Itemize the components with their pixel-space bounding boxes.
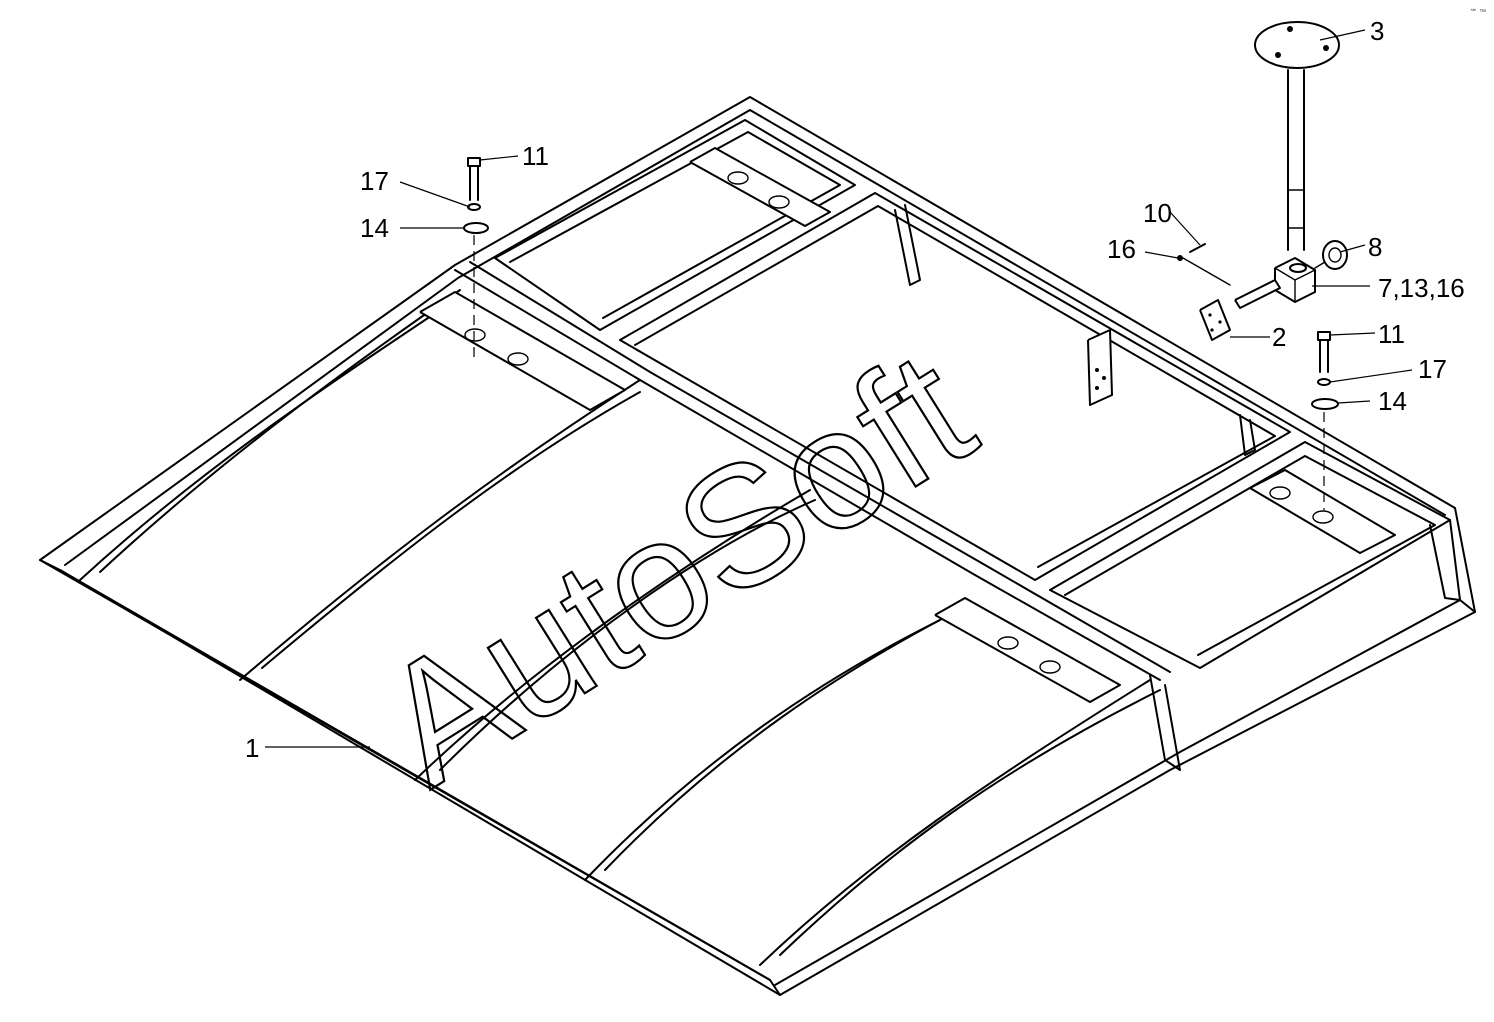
callout-16: 16 <box>1107 234 1136 264</box>
callout-17-left: 17 <box>360 166 389 196</box>
callout-2: 2 <box>1272 322 1286 352</box>
watermark-text: AutoSoft <box>349 315 1003 822</box>
right-bolt-set <box>1311 331 1339 510</box>
mast-post-assembly <box>1177 21 1348 341</box>
callout-7-13-16: 7,13,16 <box>1378 273 1465 303</box>
callout-labels: 1 2 3 8 10 16 7,13,16 11 17 14 11 17 14 <box>245 16 1465 763</box>
callout-14-right: 14 <box>1378 386 1407 416</box>
callout-1: 1 <box>245 733 259 763</box>
callout-11-left: 11 <box>522 141 549 171</box>
corner-mark: ℠ ™ <box>1470 8 1486 16</box>
callout-11-right: 11 <box>1378 319 1405 349</box>
frame-assembly <box>39 96 1476 996</box>
callout-8: 8 <box>1368 232 1382 262</box>
leader-lines <box>265 29 1413 748</box>
callout-17-right: 17 <box>1418 354 1447 384</box>
callout-14-left: 14 <box>360 213 389 243</box>
left-bolt-set <box>463 157 489 360</box>
callout-10: 10 <box>1143 198 1172 228</box>
callout-3: 3 <box>1370 16 1384 46</box>
